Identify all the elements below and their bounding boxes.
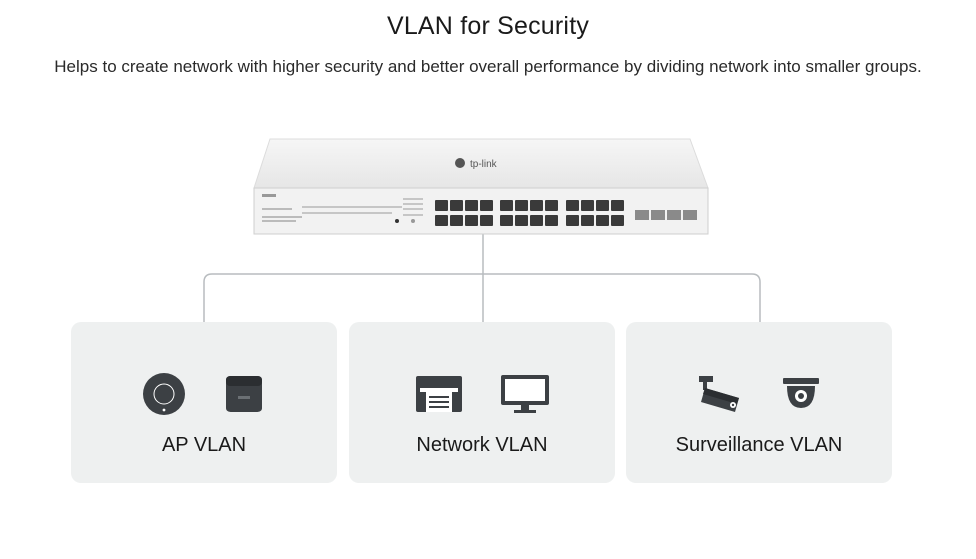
rj45-port xyxy=(596,200,609,211)
rj45-port xyxy=(450,200,463,211)
rj45-port xyxy=(581,200,594,211)
rj45-port xyxy=(450,215,463,226)
wall-access-point-icon xyxy=(226,376,262,412)
monitor-icon xyxy=(501,375,549,413)
ceiling-access-point-icon xyxy=(143,373,185,415)
tp-link-logo: tp-link xyxy=(455,158,498,170)
rj45-port xyxy=(500,215,513,226)
network-switch: tp-link xyxy=(253,138,709,235)
rj45-port xyxy=(566,200,579,211)
dome-camera-icon xyxy=(783,378,819,408)
card-label: Network VLAN xyxy=(416,434,548,456)
brand-text: tp-link xyxy=(470,159,498,170)
rj45-port xyxy=(566,215,579,226)
rj45-port xyxy=(545,200,558,211)
rj45-port xyxy=(480,200,493,211)
rj45-port xyxy=(515,215,528,226)
page-title: VLAN for Security xyxy=(386,12,590,40)
bullet-camera-icon xyxy=(699,376,739,412)
rj45-port xyxy=(611,215,624,226)
rj45-port xyxy=(545,215,558,226)
rj45-port xyxy=(435,200,448,211)
rj45-port xyxy=(435,215,448,226)
rj45-port xyxy=(465,215,478,226)
card-network-vlan: Network VLAN xyxy=(349,322,615,483)
printer-icon xyxy=(416,376,462,412)
rj45-port xyxy=(480,215,493,226)
rj45-port xyxy=(611,200,624,211)
rj45-port xyxy=(581,215,594,226)
rj45-port xyxy=(500,200,513,211)
card-label: Surveillance VLAN xyxy=(675,434,843,456)
rj45-port xyxy=(530,200,543,211)
rj45-port xyxy=(465,200,478,211)
card-label: AP VLAN xyxy=(161,434,247,456)
card-ap-vlan: AP VLAN xyxy=(71,322,337,483)
rj45-port xyxy=(596,215,609,226)
rj45-port xyxy=(530,215,543,226)
rj45-port xyxy=(515,200,528,211)
page-subtitle: Helps to create network with higher secu… xyxy=(54,57,922,76)
card-surveillance-vlan: Surveillance VLAN xyxy=(626,322,892,483)
